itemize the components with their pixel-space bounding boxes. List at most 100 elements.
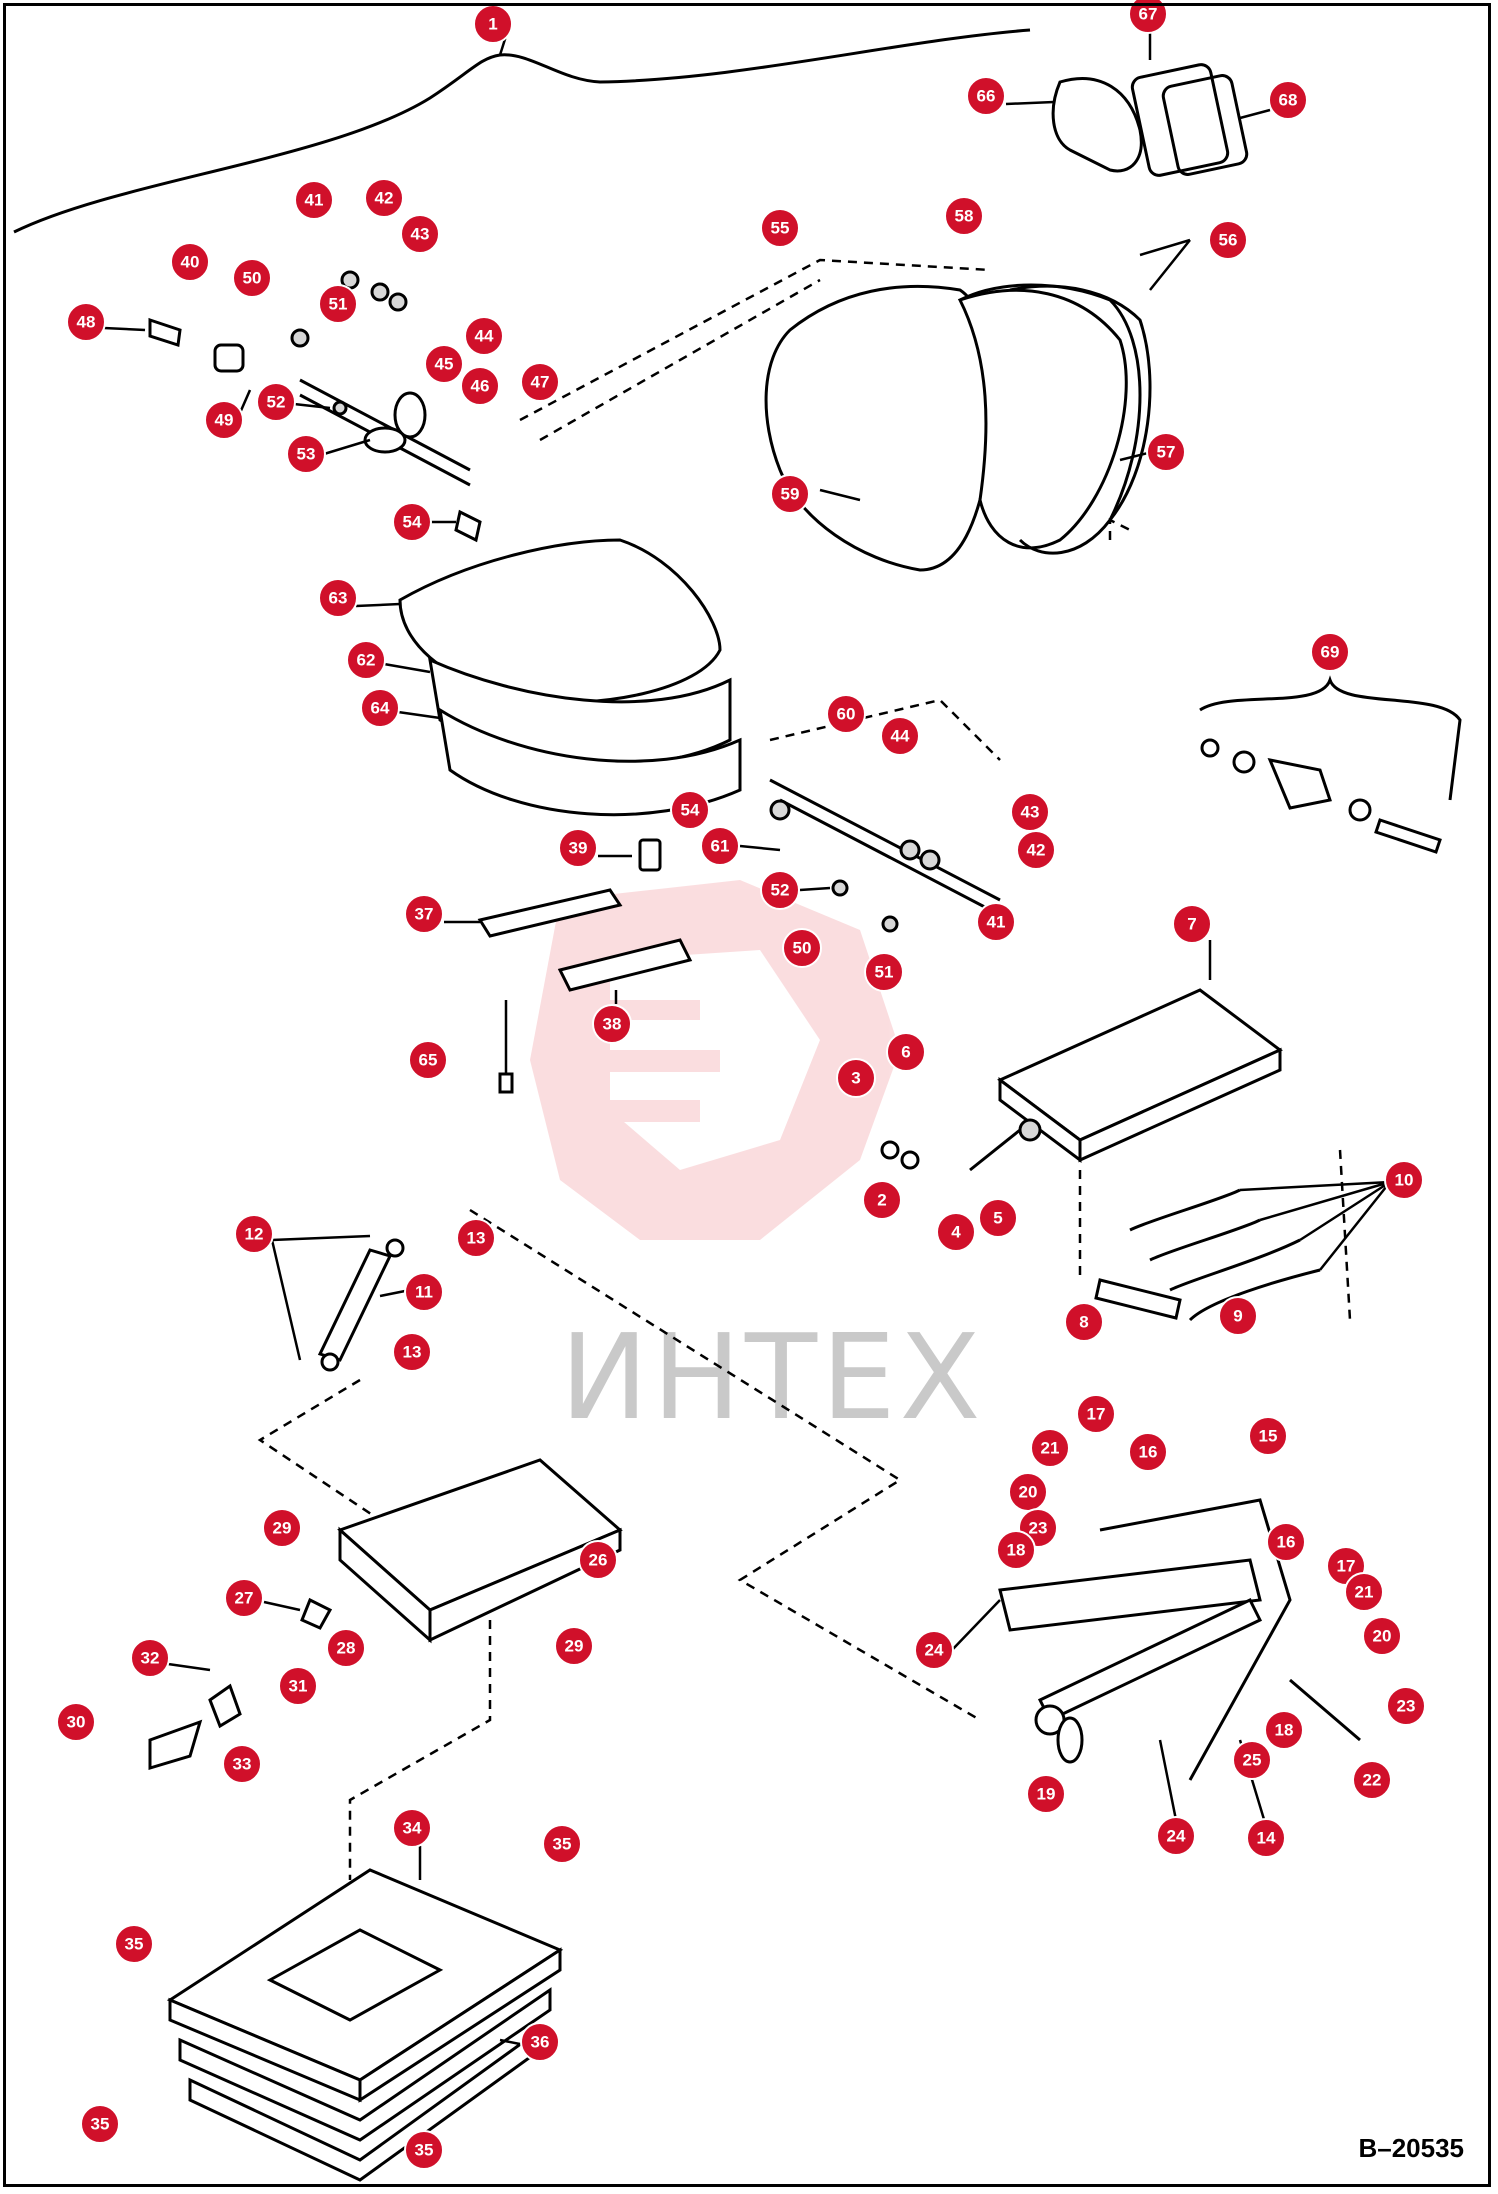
callout-16[interactable]: 16 xyxy=(1266,1522,1306,1562)
callout-68[interactable]: 68 xyxy=(1268,80,1308,120)
callout-16[interactable]: 16 xyxy=(1128,1432,1168,1472)
callout-22[interactable]: 22 xyxy=(1352,1760,1392,1800)
callout-55[interactable]: 55 xyxy=(760,208,800,248)
callout-57[interactable]: 57 xyxy=(1146,432,1186,472)
callout-14[interactable]: 14 xyxy=(1246,1818,1286,1858)
callout-42[interactable]: 42 xyxy=(364,178,404,218)
callout-9[interactable]: 9 xyxy=(1218,1296,1258,1336)
callout-number: 3 xyxy=(851,1069,860,1088)
callout-25[interactable]: 25 xyxy=(1232,1740,1272,1780)
callout-41[interactable]: 41 xyxy=(294,180,334,220)
callout-18[interactable]: 18 xyxy=(1264,1710,1304,1750)
callout-13[interactable]: 13 xyxy=(392,1332,432,1372)
callout-37[interactable]: 37 xyxy=(404,894,444,934)
callout-51[interactable]: 51 xyxy=(864,952,904,992)
callout-19[interactable]: 19 xyxy=(1026,1774,1066,1814)
callout-20[interactable]: 20 xyxy=(1008,1472,1048,1512)
callout-61[interactable]: 61 xyxy=(700,826,740,866)
callout-53[interactable]: 53 xyxy=(286,434,326,474)
callout-62[interactable]: 62 xyxy=(346,640,386,680)
callout-35[interactable]: 35 xyxy=(114,1924,154,1964)
callout-6[interactable]: 6 xyxy=(886,1032,926,1072)
callout-30[interactable]: 30 xyxy=(56,1702,96,1742)
callout-35[interactable]: 35 xyxy=(404,2130,444,2170)
callout-number: 4 xyxy=(951,1223,961,1242)
callout-49[interactable]: 49 xyxy=(204,400,244,440)
callout-4[interactable]: 4 xyxy=(936,1212,976,1252)
callout-number: 33 xyxy=(233,1755,252,1774)
callout-43[interactable]: 43 xyxy=(1010,792,1050,832)
callout-60[interactable]: 60 xyxy=(826,694,866,734)
callout-69[interactable]: 69 xyxy=(1310,632,1350,672)
callout-29[interactable]: 29 xyxy=(554,1626,594,1666)
callout-number: 19 xyxy=(1037,1785,1056,1804)
callout-number: 18 xyxy=(1275,1721,1294,1740)
callout-52[interactable]: 52 xyxy=(256,382,296,422)
callout-33[interactable]: 33 xyxy=(222,1744,262,1784)
callout-28[interactable]: 28 xyxy=(326,1628,366,1668)
callout-7[interactable]: 7 xyxy=(1172,904,1212,944)
callout-44[interactable]: 44 xyxy=(880,716,920,756)
callout-29[interactable]: 29 xyxy=(262,1508,302,1548)
callout-47[interactable]: 47 xyxy=(520,362,560,402)
callout-54[interactable]: 54 xyxy=(392,502,432,542)
callout-20[interactable]: 20 xyxy=(1362,1616,1402,1656)
callout-39[interactable]: 39 xyxy=(558,828,598,868)
callout-40[interactable]: 40 xyxy=(170,242,210,282)
callout-3[interactable]: 3 xyxy=(836,1058,876,1098)
callout-51[interactable]: 51 xyxy=(318,284,358,324)
callout-12[interactable]: 12 xyxy=(234,1214,274,1254)
callout-24[interactable]: 24 xyxy=(1156,1816,1196,1856)
callout-67[interactable]: 67 xyxy=(1128,0,1168,34)
callout-65[interactable]: 65 xyxy=(408,1040,448,1080)
callout-27[interactable]: 27 xyxy=(224,1578,264,1618)
callout-32[interactable]: 32 xyxy=(130,1638,170,1678)
callout-2[interactable]: 2 xyxy=(862,1180,902,1220)
callout-36[interactable]: 36 xyxy=(520,2022,560,2062)
callout-66[interactable]: 66 xyxy=(966,76,1006,116)
callout-35[interactable]: 35 xyxy=(80,2104,120,2144)
callout-52[interactable]: 52 xyxy=(760,870,800,910)
callout-8[interactable]: 8 xyxy=(1064,1302,1104,1342)
watermark-logo xyxy=(530,880,900,1240)
callout-number: 55 xyxy=(771,219,790,238)
callout-10[interactable]: 10 xyxy=(1384,1160,1424,1200)
callout-21[interactable]: 21 xyxy=(1344,1572,1384,1612)
callout-31[interactable]: 31 xyxy=(278,1666,318,1706)
callout-number: 17 xyxy=(1087,1405,1106,1424)
callout-35[interactable]: 35 xyxy=(542,1824,582,1864)
callout-58[interactable]: 58 xyxy=(944,196,984,236)
callout-number: 59 xyxy=(781,485,800,504)
callout-number: 13 xyxy=(403,1343,422,1362)
callout-number: 43 xyxy=(411,225,430,244)
callout-1[interactable]: 1 xyxy=(473,4,513,44)
callout-34[interactable]: 34 xyxy=(392,1808,432,1848)
callout-46[interactable]: 46 xyxy=(460,366,500,406)
callout-54[interactable]: 54 xyxy=(670,790,710,830)
callout-50[interactable]: 50 xyxy=(782,928,822,968)
callout-59[interactable]: 59 xyxy=(770,474,810,514)
callout-number: 52 xyxy=(267,393,286,412)
callout-17[interactable]: 17 xyxy=(1076,1394,1116,1434)
callout-23[interactable]: 23 xyxy=(1386,1686,1426,1726)
callout-48[interactable]: 48 xyxy=(66,302,106,342)
callout-5[interactable]: 5 xyxy=(978,1198,1018,1238)
callout-56[interactable]: 56 xyxy=(1208,220,1248,260)
callout-45[interactable]: 45 xyxy=(424,344,464,384)
callout-38[interactable]: 38 xyxy=(592,1004,632,1044)
callout-63[interactable]: 63 xyxy=(318,578,358,618)
callout-number: 14 xyxy=(1257,1829,1276,1848)
callout-21[interactable]: 21 xyxy=(1030,1428,1070,1468)
callout-13[interactable]: 13 xyxy=(456,1218,496,1258)
callout-26[interactable]: 26 xyxy=(578,1540,618,1580)
callout-41[interactable]: 41 xyxy=(976,902,1016,942)
callout-15[interactable]: 15 xyxy=(1248,1416,1288,1456)
callout-24[interactable]: 24 xyxy=(914,1630,954,1670)
callout-50[interactable]: 50 xyxy=(232,258,272,298)
callout-11[interactable]: 11 xyxy=(404,1272,444,1312)
callout-42[interactable]: 42 xyxy=(1016,830,1056,870)
callout-64[interactable]: 64 xyxy=(360,688,400,728)
callout-18[interactable]: 18 xyxy=(996,1530,1036,1570)
callout-44[interactable]: 44 xyxy=(464,316,504,356)
callout-43[interactable]: 43 xyxy=(400,214,440,254)
